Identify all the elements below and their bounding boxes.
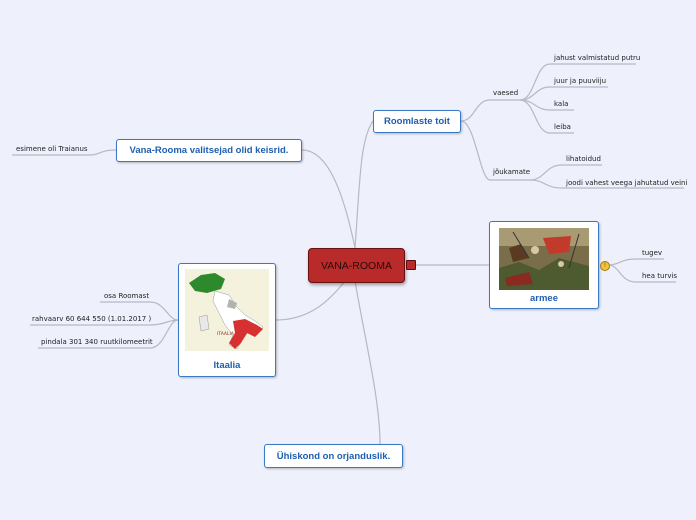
italy-map-label: ITAALIA	[217, 331, 235, 337]
central-topic-label: VANA-ROOMA	[321, 259, 392, 272]
topic-label: Itaalia	[213, 360, 241, 371]
leaf-item[interactable]: pindala 301 340 ruutkilomeetrit	[41, 338, 153, 346]
leaf-item[interactable]: juur ja puuviiju	[554, 77, 607, 85]
collapse-toggle[interactable]	[406, 260, 416, 270]
topic-label: armee	[530, 293, 558, 304]
branch-joukamate[interactable]: jõukamate	[493, 168, 531, 176]
warning-icon[interactable]: !	[600, 261, 610, 271]
topic-uhiskond[interactable]: Ühiskond on orjanduslik.	[264, 444, 403, 468]
leaf-item[interactable]: leiba	[554, 123, 571, 131]
topic-label: Ühiskond on orjanduslik.	[276, 450, 391, 462]
leaf-item[interactable]: joodi vahest veega jahutatud veini	[566, 179, 688, 187]
leaf-item[interactable]: esimene oli Traianus	[16, 145, 88, 153]
leaf-item[interactable]: lihatoidud	[566, 155, 601, 163]
topic-armee[interactable]: armee	[489, 221, 599, 309]
warning-marker: !	[604, 263, 606, 269]
topic-roomlaste-toit[interactable]: Roomlaste toit	[373, 110, 461, 133]
topic-valitsejad[interactable]: Vana-Rooma valitsejad olid keisrid.	[116, 139, 302, 162]
topic-label: Vana-Rooma valitsejad olid keisrid.	[129, 145, 289, 156]
topic-itaalia[interactable]: ITAALIA Itaalia	[178, 263, 276, 377]
leaf-item[interactable]: rahvaarv 60 644 550 (1.01.2017 )	[32, 315, 152, 323]
army-painting-image	[499, 228, 589, 290]
central-topic[interactable]: VANA-ROOMA	[308, 248, 405, 283]
branch-vaesed[interactable]: vaesed	[493, 89, 519, 97]
leaf-item[interactable]: osa Roomast	[104, 292, 150, 300]
leaf-item[interactable]: tugev	[642, 249, 663, 257]
leaf-item[interactable]: jahust valmistatud putru	[554, 54, 641, 62]
leaf-item[interactable]: kala	[554, 100, 569, 108]
italy-map-image: ITAALIA	[185, 269, 269, 351]
leaf-item[interactable]: hea turvis	[642, 272, 678, 280]
topic-label: Roomlaste toit	[384, 116, 450, 127]
